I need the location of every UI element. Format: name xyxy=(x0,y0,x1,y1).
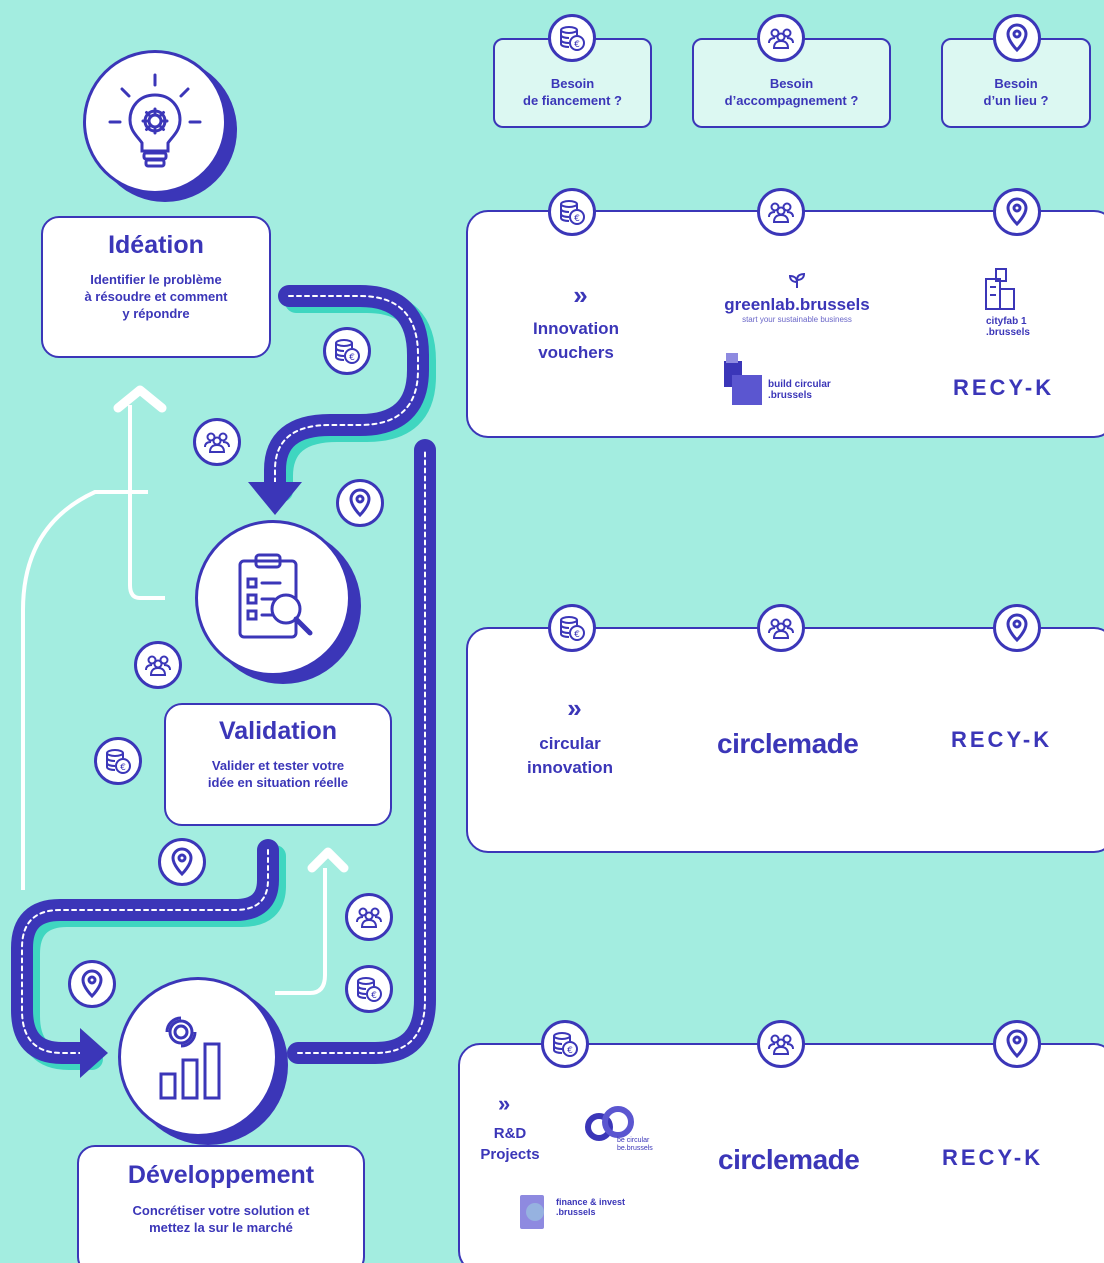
svg-text:€: € xyxy=(349,353,355,363)
development-chart-circle xyxy=(118,977,278,1137)
svg-text:€: € xyxy=(574,40,580,50)
location-pin-icon xyxy=(158,838,206,886)
location-pin-icon xyxy=(68,960,116,1008)
people-icon xyxy=(193,418,241,466)
circlemade-logo: circlemade xyxy=(718,1144,860,1175)
ideation-title: Idéation xyxy=(108,231,204,259)
greenlab-logo: greenlab.brussels start your sustainable… xyxy=(702,270,892,324)
people-icon xyxy=(757,188,805,236)
growth-chart-gear-icon xyxy=(159,1016,221,1100)
validation-card: Validation Valider et tester votre idée … xyxy=(164,703,392,826)
panel-development xyxy=(458,1043,1104,1263)
people-icon xyxy=(345,893,393,941)
people-icon xyxy=(757,604,805,652)
location-pin-icon xyxy=(993,14,1041,62)
location-pin-icon xyxy=(336,479,384,527)
validation-desc: Valider et tester votre idée en situatio… xyxy=(207,758,349,790)
finance-invest-logo: finance & invest .brussels xyxy=(520,1195,670,1240)
panel-ideation xyxy=(466,210,1104,438)
svg-text:€: € xyxy=(371,991,377,1001)
svg-text:€: € xyxy=(567,1046,573,1056)
cityfab-building-icon xyxy=(985,268,1015,310)
validation-clipboard-circle xyxy=(195,520,351,676)
people-icon xyxy=(134,641,182,689)
ideation-desc: Identifier le problème à résoudre et com… xyxy=(84,272,228,321)
greenlab-tagline: start your sustainable business xyxy=(742,315,852,324)
circular-innovation-label: circular innovation xyxy=(527,734,613,777)
development-desc: Concrétiser votre solution et mettez la … xyxy=(132,1203,310,1235)
recyk-logo: RECY-K xyxy=(942,1145,1044,1170)
svg-text:€: € xyxy=(574,630,580,640)
be-circular-name: be circular be.brussels xyxy=(617,1137,653,1152)
panel-validation xyxy=(466,627,1104,853)
ideation-card: Idéation Identifier le problème à résoud… xyxy=(41,216,271,358)
infinity-loop-icon xyxy=(585,1106,634,1141)
people-icon xyxy=(757,14,805,62)
money-icon: € xyxy=(548,604,596,652)
lightbulb-gear-icon xyxy=(108,73,202,168)
greenlab-name: greenlab.brussels xyxy=(724,295,870,314)
build-circular-name: build circular .brussels xyxy=(768,379,831,401)
validation-title: Validation xyxy=(218,717,338,745)
people-icon xyxy=(757,1020,805,1068)
money-icon: € xyxy=(94,737,142,785)
innovation-vouchers-label: Innovation vouchers xyxy=(533,319,619,362)
svg-text:€: € xyxy=(574,214,580,224)
need-place-label: Besoin d’un lieu ? xyxy=(983,76,1049,108)
double-chevron-icon: » xyxy=(498,1091,510,1116)
sprout-icon xyxy=(788,272,806,288)
ideation-bulb-circle xyxy=(83,50,227,194)
be-circular-logo: be circular be.brussels xyxy=(583,1105,693,1155)
need-financing-label: Besoin de fiancement ? xyxy=(523,76,622,108)
double-chevron-icon: » xyxy=(567,693,581,723)
money-icon: € xyxy=(548,14,596,62)
cityfab-name: cityfab 1 .brussels xyxy=(986,316,1030,338)
circlemade-logo: circlemade xyxy=(717,728,859,759)
innovation-vouchers: » Innovation vouchers xyxy=(506,280,646,365)
recyk-logo: RECY-K xyxy=(951,727,1053,752)
location-pin-icon xyxy=(993,188,1041,236)
recyk-logo: RECY-K xyxy=(953,375,1055,400)
money-icon: € xyxy=(345,965,393,1013)
need-support-label: Besoin d’accompagnement ? xyxy=(724,76,859,108)
development-title: Développement xyxy=(127,1161,315,1189)
development-card: Développement Concrétiser votre solution… xyxy=(77,1145,365,1263)
finance-b-icon xyxy=(520,1195,544,1229)
location-pin-icon xyxy=(993,604,1041,652)
money-icon: € xyxy=(323,327,371,375)
build-blocks-icon xyxy=(724,353,762,405)
clipboard-magnifier-icon xyxy=(238,553,313,639)
finance-invest-name: finance & invest .brussels xyxy=(556,1197,626,1217)
cityfab-logo: cityfab 1 .brussels xyxy=(982,265,1062,338)
location-pin-icon xyxy=(993,1020,1041,1068)
svg-text:€: € xyxy=(120,763,126,773)
money-icon: € xyxy=(548,188,596,236)
rd-projects-label: R&D Projects xyxy=(480,1125,540,1163)
double-chevron-icon: » xyxy=(573,280,587,310)
rd-projects: » R&D Projects xyxy=(480,1091,540,1165)
build-circular-logo: build circular .brussels xyxy=(724,353,874,408)
circular-innovation: » circular innovation xyxy=(500,693,640,780)
money-icon: € xyxy=(541,1020,589,1068)
